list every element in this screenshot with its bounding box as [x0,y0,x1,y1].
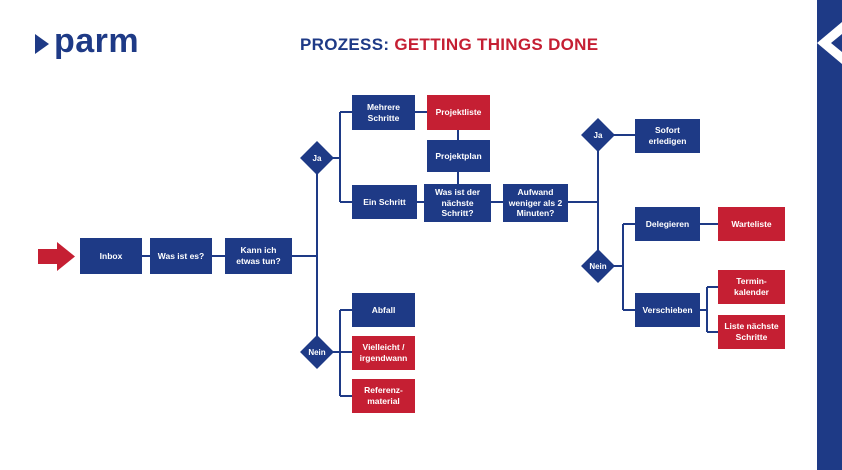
page-title: PROZESS: GETTING THINGS DONE [300,35,598,55]
decision-ja-1: Ja [300,141,334,175]
node-vielleicht-irgendwann: Vielleicht / irgendwann [352,336,415,370]
node-delegieren: Delegieren [635,207,700,241]
node-ein-schritt: Ein Schritt [352,185,417,219]
left-chevron-icon [817,22,842,64]
node-inbox: Inbox [80,238,142,274]
decision-nein-2: Nein [581,249,615,283]
node-kann-ich-etwas-tun: Kann ich etwas tun? [225,238,292,274]
node-aufwand-2-minuten: Aufwand weniger als 2 Minuten? [503,184,568,222]
node-verschieben: Verschieben [635,293,700,327]
start-arrow-icon [38,242,75,271]
node-liste-naechste-schritte: Liste nächste Schritte [718,315,785,349]
title-main: GETTING THINGS DONE [394,35,599,54]
title-prefix: PROZESS: [300,35,390,54]
node-projektplan: Projektplan [427,140,490,172]
node-referenzmaterial: Referenz-material [352,379,415,413]
brand-logo: parm [35,24,139,58]
node-projektliste: Projektliste [427,95,490,130]
node-abfall: Abfall [352,293,415,327]
decision-nein-1: Nein [300,335,334,369]
node-mehrere-schritte: Mehrere Schritte [352,95,415,130]
node-terminkalender: Termin-kalender [718,270,785,304]
node-naechster-schritt: Was ist der nächste Schritt? [424,184,491,222]
node-was-ist-es: Was ist es? [150,238,212,274]
node-sofort-erledigen: Sofort erledigen [635,119,700,153]
logo-triangle-icon [35,34,49,54]
logo-wordmark: parm [54,22,140,60]
decision-ja-2: Ja [581,118,615,152]
node-warteliste: Warteliste [718,207,785,241]
right-edge-bar [817,0,842,470]
